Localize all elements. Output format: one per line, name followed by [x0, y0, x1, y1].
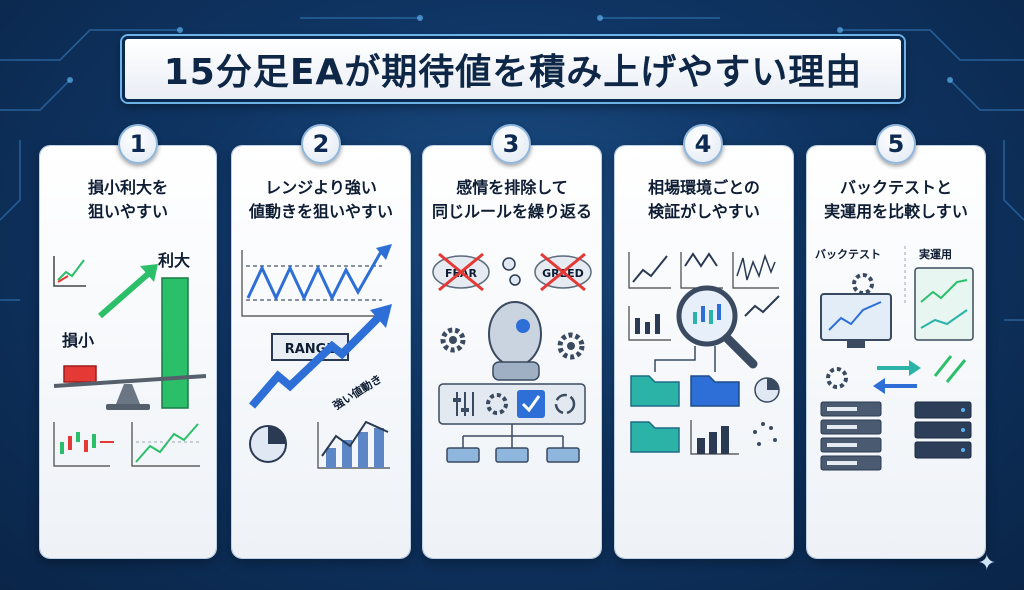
- line-chart-icon: [628, 252, 671, 289]
- card-title-line1: バックテストと: [839, 178, 952, 197]
- uptrend-arrows-icon: [933, 355, 967, 383]
- badge-number: 2: [312, 130, 330, 158]
- card-title-line2: 実運用を比較しすい: [824, 202, 968, 221]
- growth-arrow-icon: [98, 264, 158, 319]
- scatter-chart-icon: [753, 422, 777, 446]
- badge-3: 3: [491, 124, 531, 164]
- card-5-illustration: バックテスト 実運用: [815, 246, 974, 471]
- fear-cloud-icon: FEAR: [432, 252, 490, 292]
- card-title-line1: 損小利大を: [87, 178, 168, 197]
- label-backtest: バックテスト: [815, 248, 881, 261]
- line-chart-uptrend-icon: [131, 422, 200, 467]
- folder-icon: [630, 421, 680, 453]
- folder-icon: [630, 375, 680, 407]
- profit-bar: [161, 277, 189, 409]
- gear-icon: [440, 327, 466, 353]
- badge-4: 4: [683, 124, 723, 164]
- greed-cloud-icon: GREED: [534, 252, 592, 292]
- trend-line-icon: [744, 295, 780, 317]
- badge-number: 1: [129, 130, 147, 158]
- flow-diagram-icon: [446, 424, 580, 463]
- card-3: 感情を排除して 同じルールを繰り返る FEAR GREED: [423, 146, 601, 558]
- card-2-illustration: RANGE 強い値動き: [241, 244, 392, 469]
- card-title: バックテストと 実運用を比較しすい: [807, 176, 985, 224]
- branch-arrows-icon: [654, 346, 716, 372]
- card-title: レンジより強い 値動きを狙いやすい: [232, 176, 410, 224]
- card-title-line2: 検証がしやすい: [648, 202, 760, 221]
- card-1: 損小利大を 狙いやすい 利大 損小: [40, 146, 216, 558]
- card-5: バックテストと 実運用を比較しすい バックテスト 実運用: [807, 146, 985, 558]
- card-1-illustration: 利大 損小: [53, 251, 207, 467]
- pie-chart-icon: [249, 425, 287, 463]
- card-title-line2: 同じルールを繰り返る: [431, 202, 592, 221]
- badge-number: 4: [694, 130, 712, 158]
- refresh-icon: [554, 393, 576, 415]
- folder-icon: [690, 375, 740, 407]
- title-banner: 15分足EAが期待値を積み上げやすい理由: [122, 36, 904, 102]
- balance-scale-icon: [53, 374, 207, 410]
- monitor-chart-icon: [820, 293, 892, 348]
- bar-chart-rising-icon: [317, 420, 390, 469]
- gear-icon: [486, 393, 508, 415]
- badge-number: 5: [887, 130, 905, 158]
- card-2: レンジより強い 値動きを狙いやすい RANGE 強い値動き: [232, 146, 410, 558]
- card-4-illustration: [628, 252, 780, 455]
- badge-1: 1: [118, 124, 158, 164]
- robot-head-icon: [488, 301, 542, 381]
- gear-icon: [826, 367, 848, 389]
- bar-chart-icon: [690, 420, 739, 455]
- card-3-illustration: FEAR GREED: [432, 252, 592, 463]
- candlestick-chart-icon: [628, 306, 671, 341]
- card-title-line1: レンジより強い: [265, 178, 377, 197]
- card-4: 相場環境ごとの 検証がしやすい: [615, 146, 793, 558]
- label-live: 実運用: [919, 247, 952, 261]
- card-title-line2: 狙いやすい: [87, 202, 168, 221]
- range-chart-icon: [680, 252, 723, 289]
- gear-icon: [852, 273, 874, 295]
- sparkle-icon: ✦: [977, 551, 996, 576]
- page-title: 15分足EAが期待値を積み上げやすい理由: [163, 52, 863, 93]
- badge-number: 3: [502, 130, 520, 158]
- card-title-line2: 値動きを狙いやすい: [248, 202, 393, 221]
- card-title: 相場環境ごとの 検証がしやすい: [615, 176, 793, 224]
- magnifier-icon: [676, 285, 758, 369]
- control-panel: [438, 383, 586, 425]
- server-icon: [914, 401, 972, 459]
- coin-icon: [502, 257, 521, 286]
- live-chart-panel-icon: [914, 267, 974, 341]
- card-title: 感情を排除して 同じルールを繰り返る: [423, 176, 601, 224]
- swap-arrows-icon: [873, 360, 921, 394]
- server-icon: [820, 401, 882, 471]
- loss-bar: [63, 365, 97, 383]
- volatile-chart-icon: [732, 252, 779, 289]
- mini-uptrend-chart-icon: [53, 256, 86, 287]
- strong-trend-arrow-icon: [248, 304, 392, 409]
- candlestick-chart-icon: [53, 422, 114, 467]
- card-title-line1: 相場環境ごとの: [648, 178, 760, 197]
- label-strong-move: 強い値動き: [330, 372, 384, 413]
- gear-icon: [557, 332, 585, 360]
- range-zigzag-chart-icon: [241, 244, 392, 317]
- card-title: 損小利大を 狙いやすい: [40, 176, 216, 224]
- badge-2: 2: [301, 124, 341, 164]
- label-small-loss: 損小: [62, 331, 94, 350]
- check-circle-icon: [517, 390, 545, 418]
- label-large-profit: 利大: [158, 251, 190, 270]
- sliders-icon: [453, 392, 474, 416]
- badge-5: 5: [876, 124, 916, 164]
- pie-chart-icon: [754, 377, 780, 403]
- card-title-line1: 感情を排除して: [456, 178, 568, 197]
